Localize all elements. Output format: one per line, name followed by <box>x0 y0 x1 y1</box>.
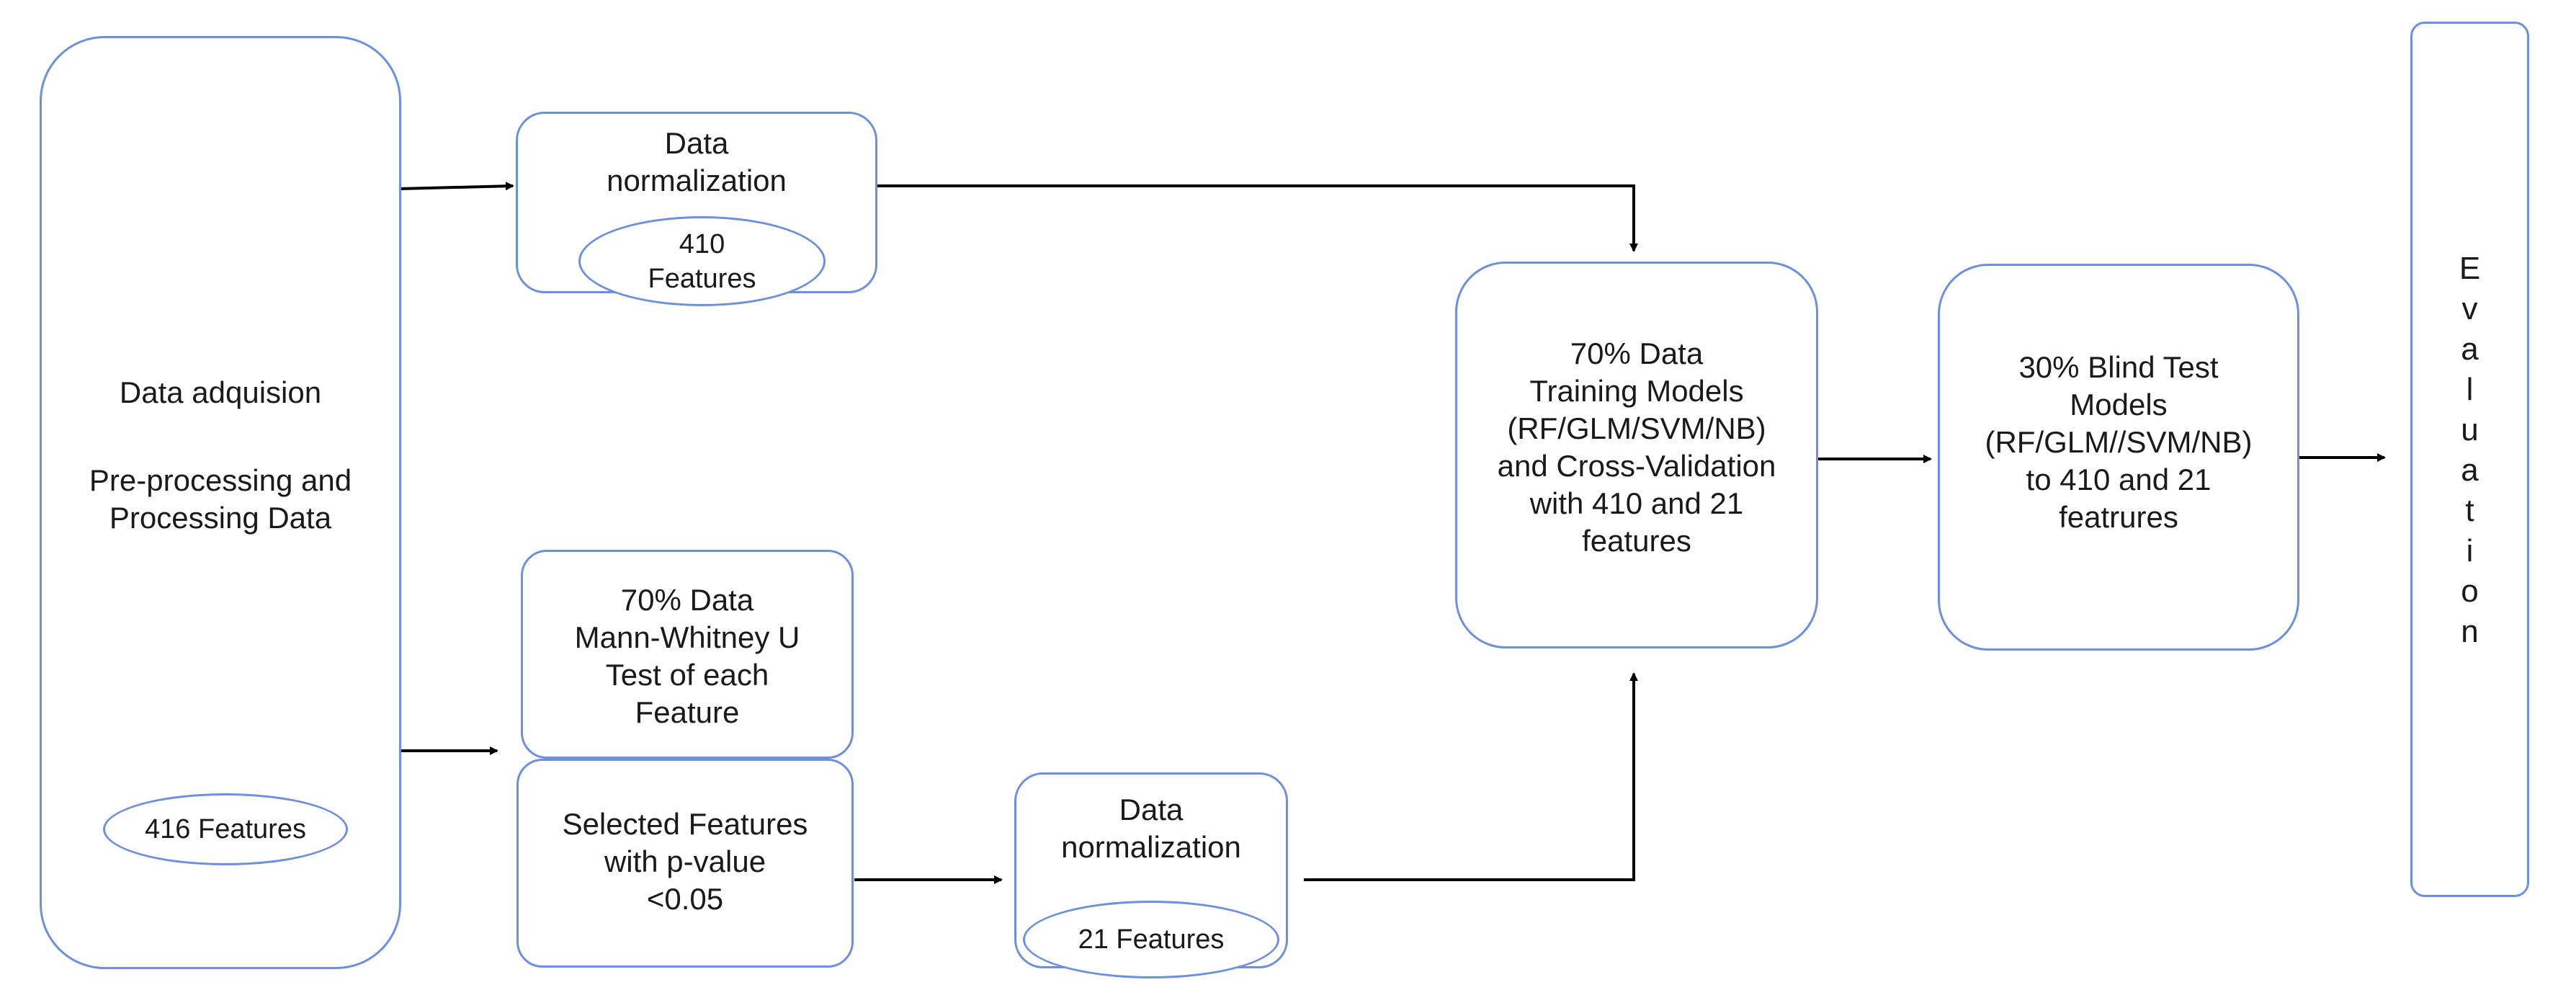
training-models-label: 70% Data Training Models (RF/GLM/SVM/NB)… <box>1497 336 1776 558</box>
training-models-box: 70% Data Training Models (RF/GLM/SVM/NB)… <box>1455 262 1818 648</box>
evaluation-letter: E <box>2459 251 2481 286</box>
evaluation-letter: i <box>2466 533 2474 568</box>
mann-whitney-box: 70% Data Mann-Whitney U Test of each Fea… <box>521 550 854 759</box>
data-acquisition-subtitle: Pre-processing and Processing Data <box>89 463 352 535</box>
data-acquisition-title: Data adquision <box>119 375 322 409</box>
arrow-acquisition-to-normalization-top <box>399 182 514 191</box>
evaluation-label: E v a l u a t i o n <box>2412 249 2527 652</box>
features-410-badge: 410 Features <box>578 216 826 306</box>
evaluation-letter: t <box>2465 493 2474 528</box>
blind-test-box: 30% Blind Test Models (RF/GLM//SVM/NB) t… <box>1938 264 2299 651</box>
selected-features-label: Selected Features with p-value <0.05 <box>562 807 808 916</box>
evaluation-letter: a <box>2461 452 2479 488</box>
evaluation-box: E v a l u a t i o n <box>2410 22 2529 897</box>
evaluation-letter: l <box>2466 372 2474 407</box>
evaluation-letter: o <box>2461 574 2479 609</box>
normalization-top-label: Data normalization <box>607 126 787 197</box>
evaluation-letter: u <box>2461 412 2479 447</box>
evaluation-letter: v <box>2461 291 2478 326</box>
evaluation-letter: n <box>2461 614 2479 649</box>
evaluation-letter: a <box>2461 331 2479 367</box>
data-acquisition-box: Data adquision Pre-processing and Proces… <box>40 36 401 969</box>
normalization-bottom-label: Data normalization <box>1061 793 1241 864</box>
blind-test-label: 30% Blind Test Models (RF/GLM//SVM/NB) t… <box>1985 350 2253 534</box>
arrow-normalization-top-to-training <box>877 184 1638 252</box>
selected-features-box: Selected Features with p-value <0.05 <box>516 759 854 968</box>
mann-whitney-label: 70% Data Mann-Whitney U Test of each Fea… <box>574 583 800 729</box>
arrow-normalization-bottom-to-training <box>1304 672 1638 881</box>
features-21-badge: 21 Features <box>1023 901 1279 978</box>
features-416-badge: 416 Features <box>103 793 348 865</box>
